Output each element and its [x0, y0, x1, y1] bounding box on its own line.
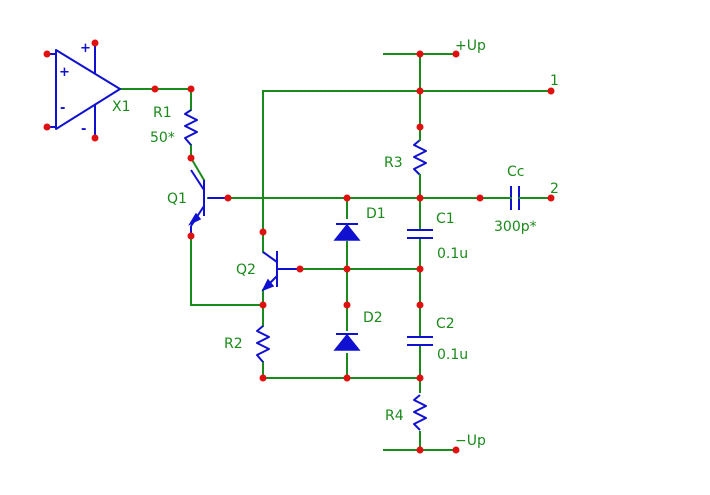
node-q2-collector: [259, 228, 267, 236]
transistor-q2-arrow: [261, 278, 275, 292]
node-vminus-center: [416, 446, 424, 454]
node-c2-bottom: [416, 374, 424, 382]
transistor-q1-arrow: [188, 212, 202, 226]
resistor-r3: R3: [384, 126, 427, 179]
node-cc-left: [476, 194, 484, 202]
node-d2-bottom: [343, 374, 351, 382]
node-vplus-center: [416, 50, 424, 58]
node-q2-emitter: [259, 301, 267, 309]
transistor-q2: Q2: [236, 251, 298, 292]
transistor-q1-designator: Q1: [167, 191, 187, 207]
diode-d1-designator: D1: [366, 206, 386, 222]
node-opamp-vminus: [91, 134, 99, 142]
capacitor-c1-value: 0.1u: [437, 246, 468, 262]
node-c2-top: [416, 301, 424, 309]
node-opamp-in-plus: [43, 50, 51, 58]
resistor-r1: R1 50*: [150, 105, 198, 146]
capacitor-c1-designator: C1: [436, 211, 455, 227]
opamp-supply-plus-label: +: [80, 41, 91, 56]
capacitor-cc-value: 300p*: [494, 219, 537, 235]
node-d1-d2-mid: [343, 265, 351, 273]
node-d1-top: [343, 194, 351, 202]
nodes: [43, 39, 555, 454]
capacitor-c2-designator: C2: [436, 316, 455, 332]
resistor-r1-designator: R1: [153, 105, 172, 121]
node-port1: [547, 87, 555, 95]
port-vminus-label: −Up: [455, 433, 486, 449]
resistor-r1-value: 50*: [150, 130, 175, 146]
resistor-r3-body: [413, 139, 427, 176]
transistor-q2-collector: [262, 251, 278, 263]
opamp-supply-minus-label: -: [81, 122, 86, 137]
opamp-minus-pin-label: -: [60, 101, 65, 116]
diode-d2-triangle: [333, 333, 361, 351]
capacitor-c2-value: 0.1u: [437, 347, 468, 363]
capacitor-cc-designator: Cc: [507, 164, 524, 180]
node-port1-junction: [416, 87, 424, 95]
node-r3-bottom: [416, 194, 424, 202]
resistor-r4-body: [413, 394, 427, 431]
port-out2-label: 2: [550, 181, 559, 197]
diode-d2-designator: D2: [363, 310, 383, 326]
opamp-designator: X1: [112, 99, 131, 115]
node-q2-base: [296, 265, 304, 273]
opamp-plus-pin-label: +: [59, 65, 70, 80]
capacitor-c1: C1 0.1u: [407, 211, 468, 262]
node-c1-bottom: [416, 265, 424, 273]
node-vplus-port: [452, 50, 460, 58]
node-r1-top: [187, 85, 195, 93]
opamp-x1: + - + - X1: [47, 41, 131, 138]
transistor-q1-collector: [190, 169, 205, 191]
port-vplus-label: +Up: [455, 38, 486, 54]
diode-d1-triangle: [333, 223, 361, 241]
node-d2-top: [343, 301, 351, 309]
port-out1-label: 1: [550, 73, 559, 89]
resistor-r4: R4: [385, 394, 427, 431]
node-port2: [547, 194, 555, 202]
wire-q1-collector: [189, 156, 206, 182]
diode-d1: D1: [333, 206, 386, 241]
node-r1-bottom: [187, 154, 195, 162]
opamp-triangle: [55, 49, 121, 130]
transistor-q2-designator: Q2: [236, 262, 256, 278]
node-opamp-vplus: [91, 39, 99, 47]
resistor-r2-body: [256, 325, 270, 363]
node-vminus-port: [452, 446, 460, 454]
node-r3-top: [416, 123, 424, 131]
resistor-r2: R2: [224, 325, 270, 363]
node-q1-base: [224, 194, 232, 202]
resistor-r4-designator: R4: [385, 408, 404, 424]
resistor-r2-designator: R2: [224, 336, 243, 352]
node-opamp-out: [151, 85, 159, 93]
diode-d2: D2: [333, 310, 383, 351]
node-q1-emitter: [187, 232, 195, 240]
port-labels: +Up −Up 1 2: [455, 38, 559, 449]
resistor-r3-designator: R3: [384, 155, 403, 171]
node-r2-bottom: [259, 374, 267, 382]
capacitor-cc: Cc 300p*: [494, 164, 537, 235]
capacitor-c2: C2 0.1u: [407, 316, 468, 363]
transistor-q1: Q1: [167, 169, 226, 236]
resistor-r1-body: [184, 109, 198, 146]
node-opamp-in-minus: [43, 123, 51, 131]
